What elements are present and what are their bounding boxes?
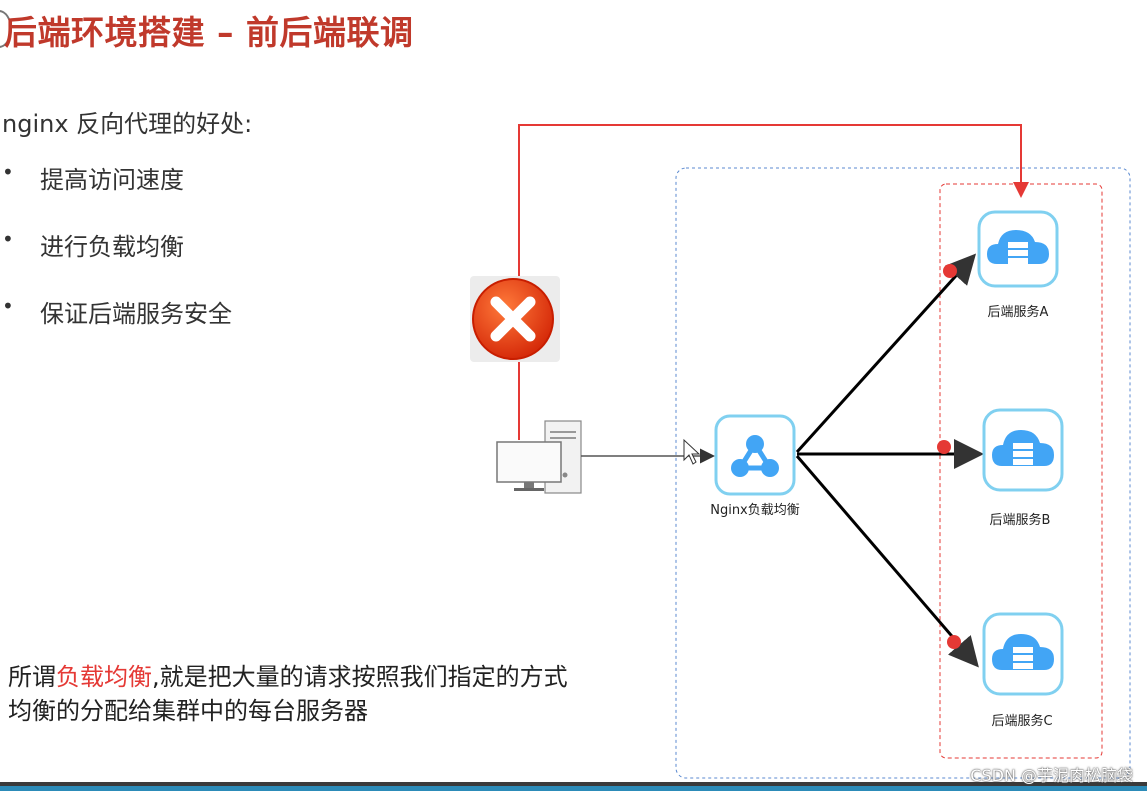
load-balancing-note: 所谓负载均衡,就是把大量的请求按照我们指定的方式均衡的分配给集群中的每台服务器 [8,660,568,728]
server-group-frame [939,183,1103,759]
network-hub-icon [714,414,796,496]
benefit-text: 保证后端服务安全 [40,300,232,328]
bottom-accent [0,786,1147,791]
note-prefix: 所谓 [8,663,56,691]
page-title: 后端环境搭建 – 前后端联调 [4,13,414,52]
endpoint-dot-c [947,635,961,649]
direct-access-path [518,124,1029,440]
red-x-icon [470,276,560,362]
benefit-text: 进行负载均衡 [40,233,184,261]
bottom-bar [0,782,1147,791]
bullet-icon: • [2,160,14,184]
server-label-a: 后端服务A [988,304,1049,320]
server-label-b: 后端服务B [990,512,1051,528]
endpoint-dot-b [937,440,951,454]
cloud-server-icon [982,408,1064,492]
computer-icon [496,420,582,494]
intro-text: nginx 反向代理的好处: [2,110,253,138]
note-suffix: ,就是把大量的请求按照我们指定的方式均衡的分配给集群中的每台服务器 [8,663,568,725]
note-highlight: 负载均衡 [56,663,152,691]
bullet-icon: • [2,294,14,318]
route-arrow-a [795,253,977,454]
nginx-label: Nginx负载均衡 [710,503,800,518]
bullet-icon: • [2,227,14,251]
benefit-text: 提高访问速度 [40,166,184,194]
endpoint-dot-a [943,264,957,278]
route-arrow-c [795,455,979,668]
nginx-cluster-frame [675,167,1131,779]
cloud-server-icon [982,612,1064,696]
server-label-c: 后端服务C [991,713,1052,729]
watermark: CSDN @芋泥肉松脑袋 [970,766,1133,785]
mouse-cursor-icon [683,438,701,465]
cloud-server-icon [977,210,1059,288]
